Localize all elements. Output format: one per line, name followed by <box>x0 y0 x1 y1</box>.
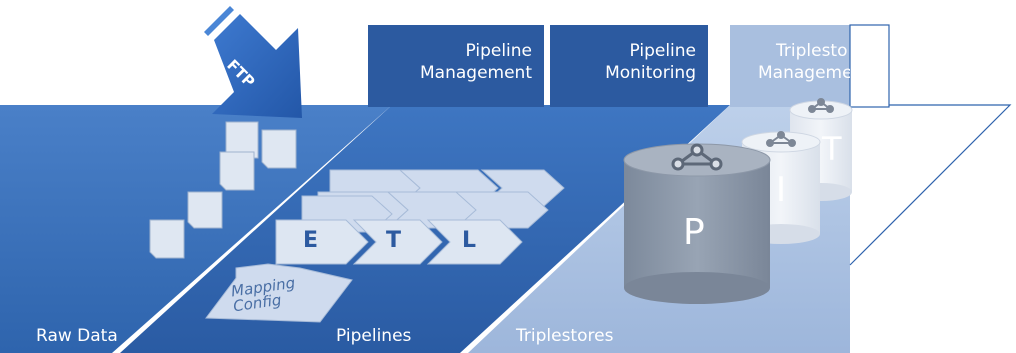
document-icon <box>261 129 297 169</box>
graph-icon <box>808 98 834 113</box>
document-icon <box>187 191 223 229</box>
pipeline-management-box <box>368 25 544 107</box>
mapping-config-arrow <box>205 263 353 323</box>
triplestores-band-outline <box>849 104 1012 266</box>
ftp-arrow <box>204 6 302 118</box>
pipeline-management-line1: Pipeline <box>465 41 532 61</box>
etl-label-l: L <box>462 228 477 253</box>
graph-icon <box>766 131 796 147</box>
pipeline-monitoring-line2: Monitoring <box>605 63 696 83</box>
triplestores-label: Triplestores <box>516 326 614 346</box>
pipeline-management-line2: Management <box>420 63 532 83</box>
cylinder-p <box>623 143 771 304</box>
pipeline-monitoring-label: Pipeline Monitoring <box>550 40 696 84</box>
graph-icon <box>671 143 723 171</box>
pipeline-monitoring-box <box>550 25 708 107</box>
store-label-p: P <box>683 212 705 253</box>
triplestore-management-box <box>730 25 850 107</box>
raw-data-documents <box>149 121 297 259</box>
etl-label-t: T <box>386 228 402 253</box>
store-label-i: I <box>776 170 787 210</box>
pipeline-management-label: Pipeline Management <box>368 40 532 84</box>
triplestore-management-label: Triplesto Manageme <box>730 40 850 84</box>
raw-data-label: Raw Data <box>36 326 118 346</box>
pipeline-monitoring-line1: Pipeline <box>629 41 696 61</box>
triplestore-management-box-extension <box>849 24 890 108</box>
pipelines-label: Pipelines <box>336 326 412 346</box>
load-chevron <box>426 219 523 265</box>
triplestore-management-line2: Manageme <box>758 63 850 83</box>
transform-chevron <box>352 219 443 265</box>
store-label-t: T <box>822 130 842 168</box>
extract-chevron <box>275 219 369 265</box>
document-icon <box>219 151 255 191</box>
etl-chevrons <box>275 219 523 265</box>
pipeline-chevrons-back <box>301 169 565 233</box>
triplestore-management-line1: Triplesto <box>776 41 848 61</box>
document-icon <box>149 219 185 259</box>
etl-label-e: E <box>303 228 319 253</box>
